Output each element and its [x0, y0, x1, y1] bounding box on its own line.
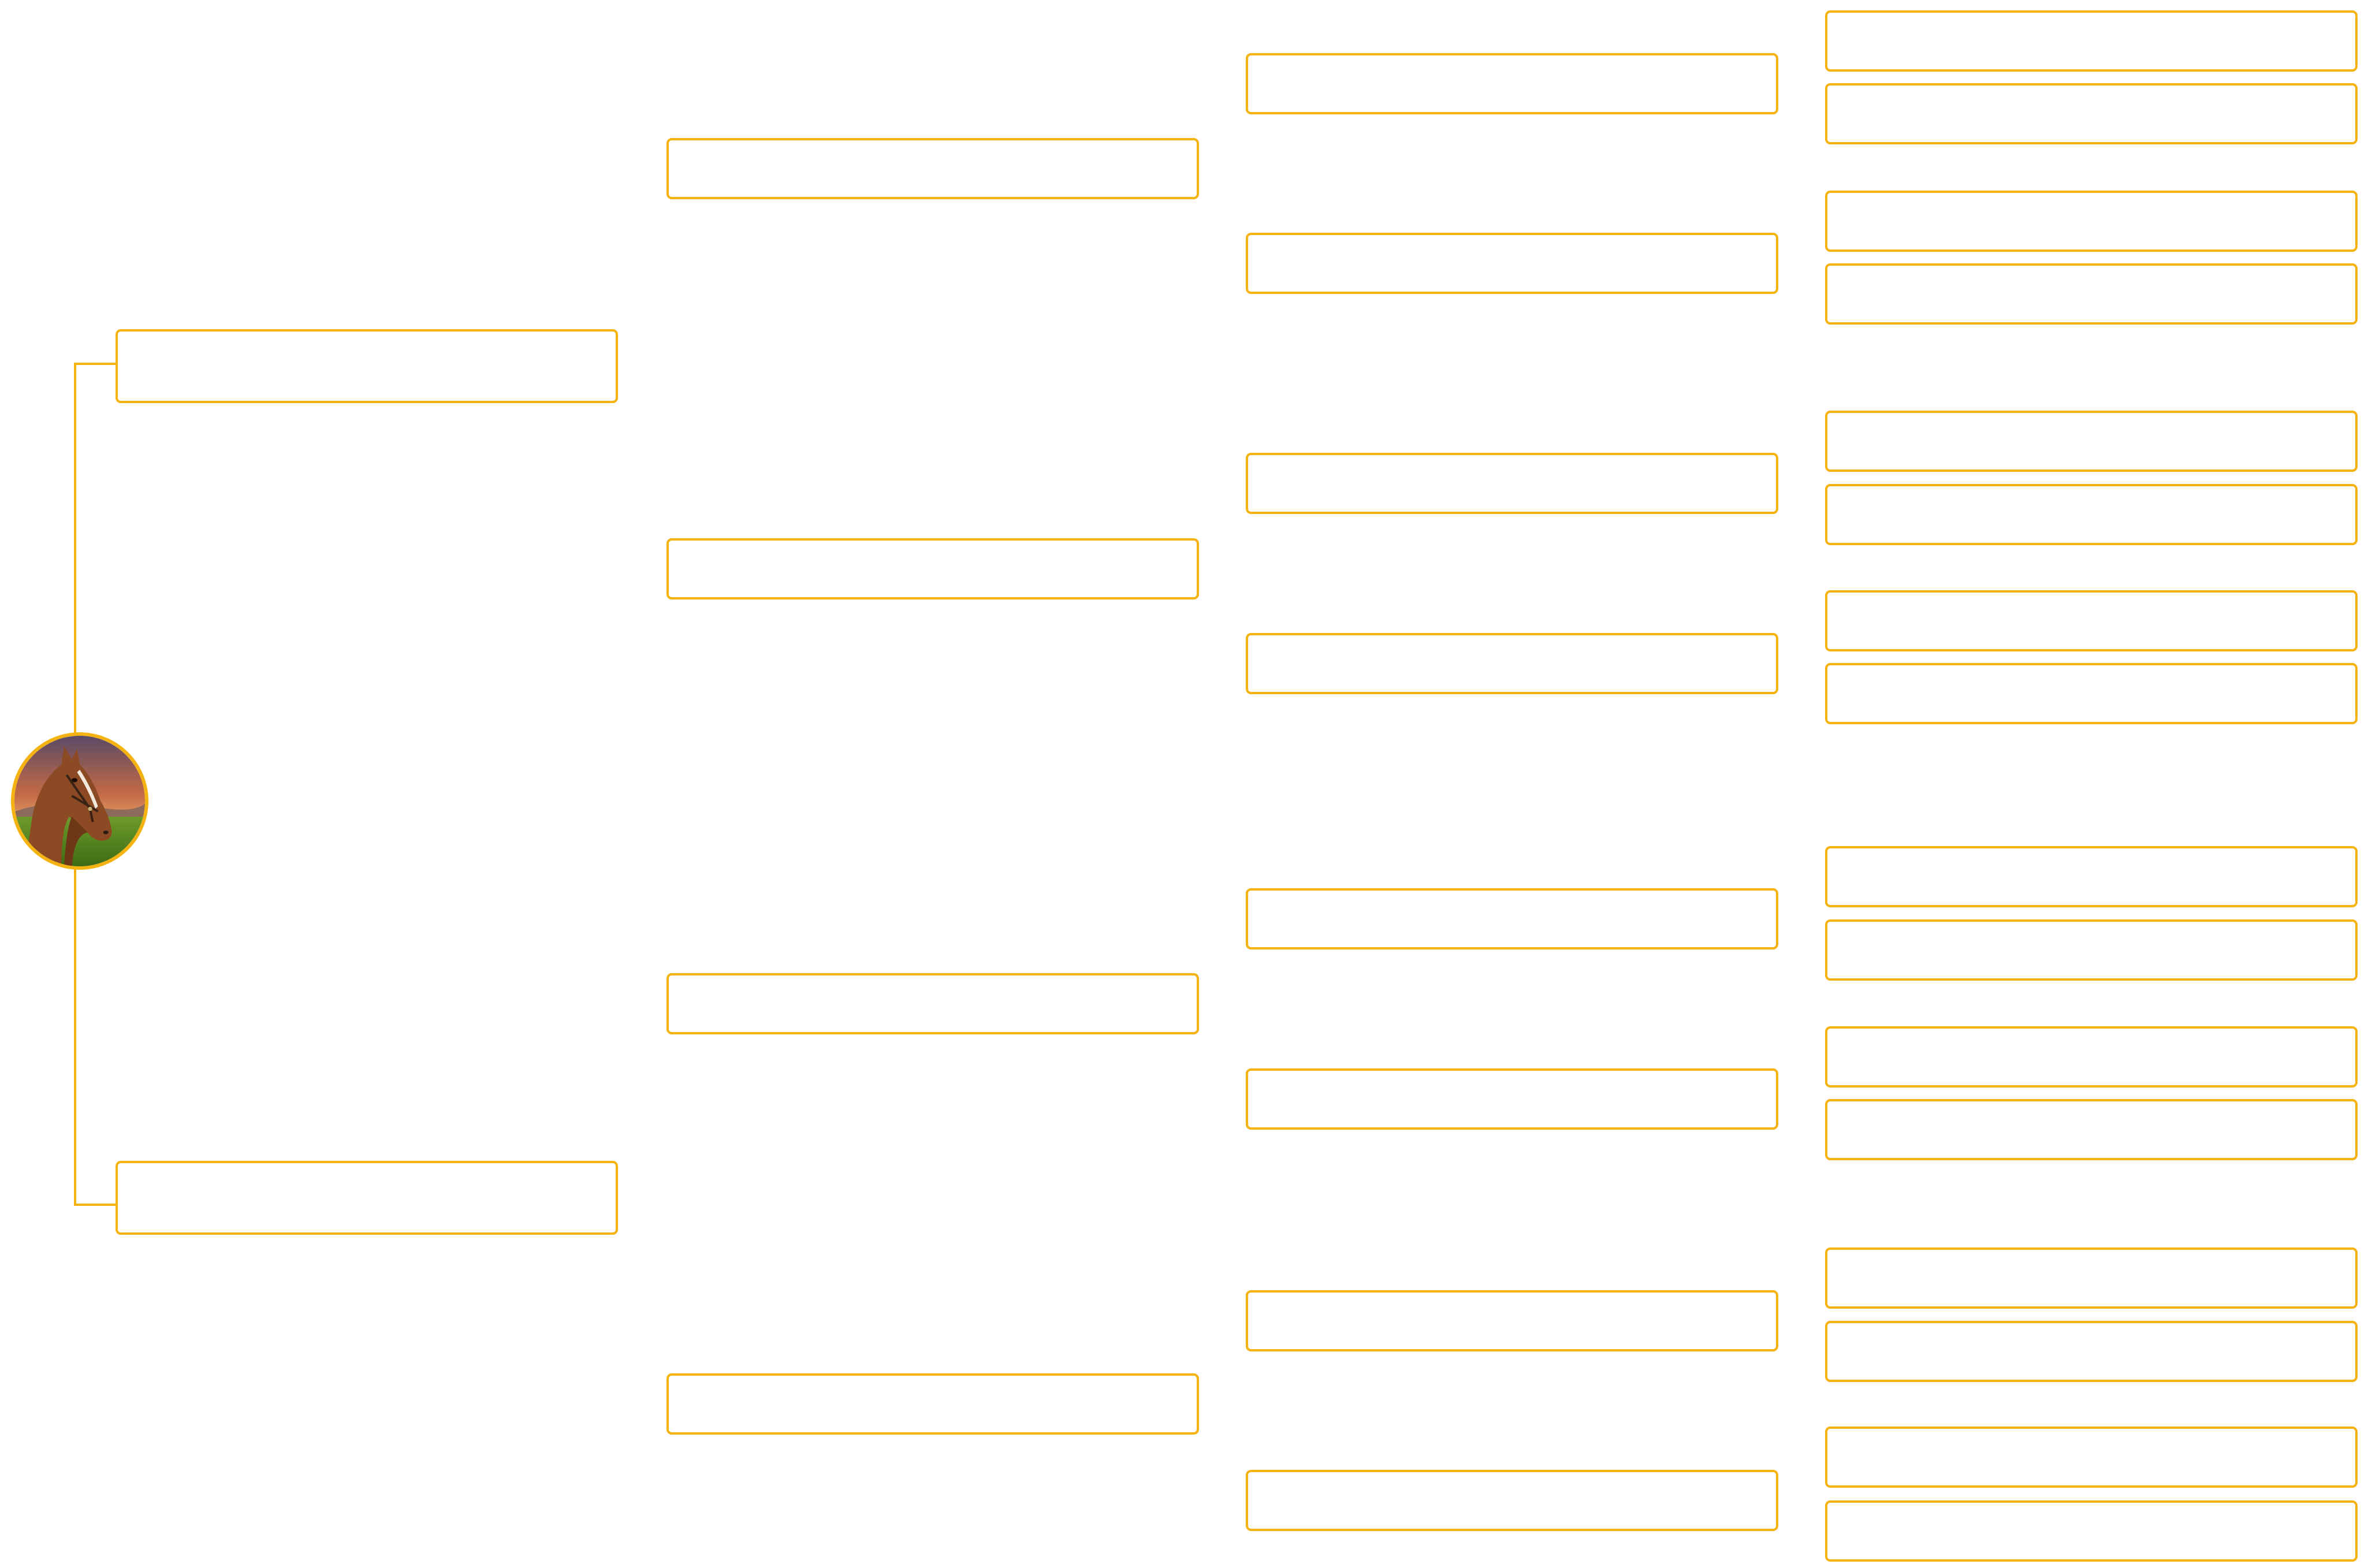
great-grandparent-box[interactable] — [1246, 1290, 1778, 1351]
great-great-grandparent-box[interactable] — [1825, 663, 2358, 724]
horse-portrait-icon — [14, 736, 145, 866]
great-great-grandparent-box[interactable] — [1825, 1427, 2358, 1488]
grandparent-box[interactable] — [666, 538, 1199, 599]
connector-to-sire — [74, 363, 117, 365]
dam-box[interactable] — [116, 1161, 618, 1235]
great-great-grandparent-box[interactable] — [1825, 1321, 2358, 1382]
grandparent-box[interactable] — [666, 973, 1199, 1034]
subject-horse-portrait[interactable] — [11, 732, 148, 870]
great-great-grandparent-box[interactable] — [1825, 1026, 2358, 1087]
grandparent-box[interactable] — [666, 138, 1199, 199]
grandparent-box[interactable] — [666, 1373, 1199, 1435]
great-great-grandparent-box[interactable] — [1825, 191, 2358, 252]
great-great-grandparent-box[interactable] — [1825, 846, 2358, 907]
great-grandparent-box[interactable] — [1246, 1068, 1778, 1130]
great-great-grandparent-box[interactable] — [1825, 263, 2358, 325]
great-grandparent-box[interactable] — [1246, 1470, 1778, 1531]
great-great-grandparent-box[interactable] — [1825, 919, 2358, 981]
great-great-grandparent-box[interactable] — [1825, 1247, 2358, 1309]
great-grandparent-box[interactable] — [1246, 633, 1778, 694]
great-grandparent-box[interactable] — [1246, 233, 1778, 294]
great-grandparent-box[interactable] — [1246, 888, 1778, 949]
great-great-grandparent-box[interactable] — [1825, 83, 2358, 144]
great-great-grandparent-box[interactable] — [1825, 10, 2358, 72]
great-grandparent-box[interactable] — [1246, 53, 1778, 114]
great-great-grandparent-box[interactable] — [1825, 1099, 2358, 1160]
great-great-grandparent-box[interactable] — [1825, 484, 2358, 545]
great-great-grandparent-box[interactable] — [1825, 1500, 2358, 1562]
great-grandparent-box[interactable] — [1246, 453, 1778, 514]
connector-to-dam — [74, 1204, 117, 1206]
great-great-grandparent-box[interactable] — [1825, 590, 2358, 651]
sire-box[interactable] — [116, 329, 618, 403]
great-great-grandparent-box[interactable] — [1825, 411, 2358, 472]
